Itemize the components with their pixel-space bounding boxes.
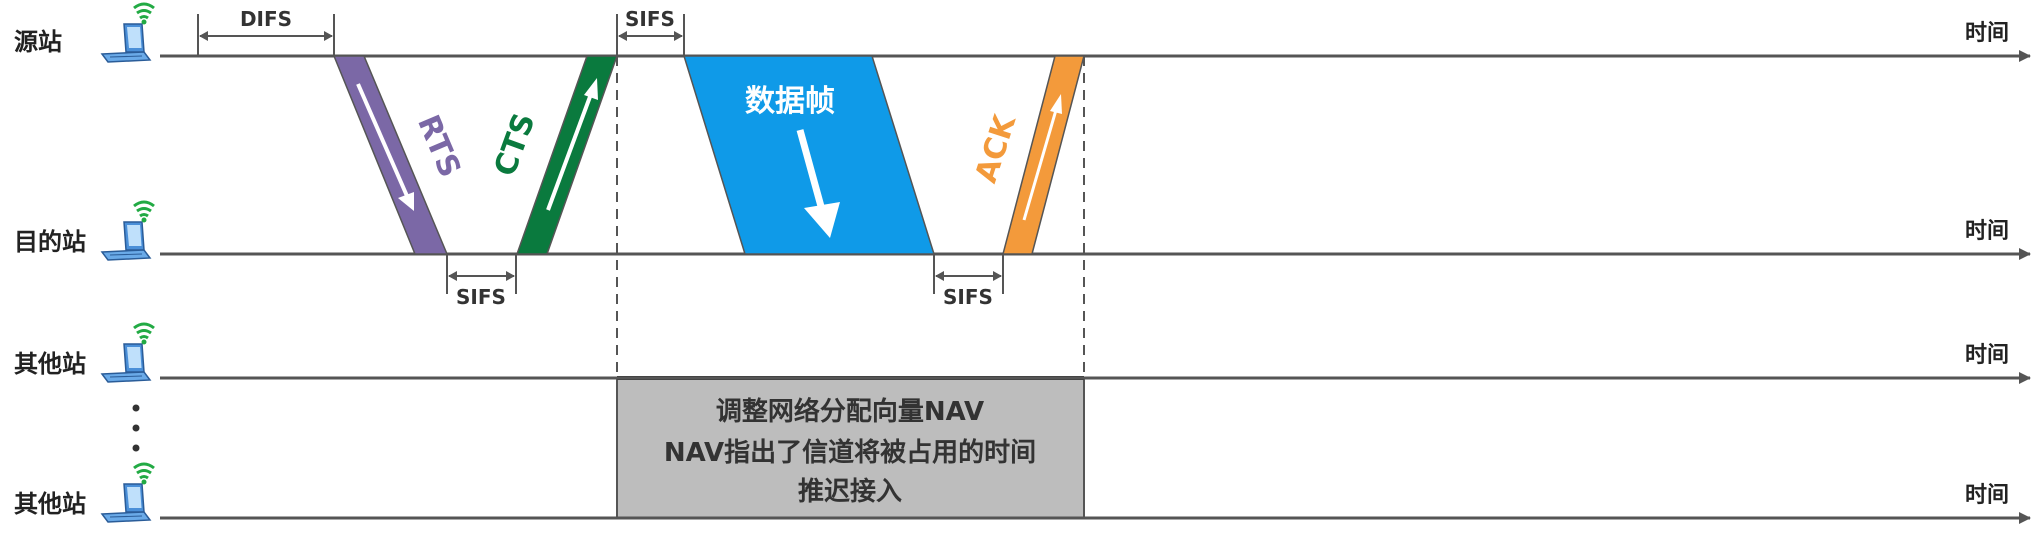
sifs-label-destination-1: SIFS [456,285,506,309]
data-frame-label: 数据帧 [745,84,835,119]
difs-interval: DIFS [197,7,335,56]
time-label-source: 时间 [1965,21,2009,46]
ellipsis-icon [132,404,140,452]
sifs-interval-destination-1: SIFS [446,254,517,309]
laptop-wifi-icon [100,322,156,384]
time-label-destination: 时间 [1965,219,2009,244]
nav-box-line-1: 调整网络分配向量NAV [716,396,984,427]
time-label-other-1: 时间 [1965,343,2009,368]
ack-frame: ACK [969,55,1085,255]
nav-box-line-3: 推迟接入 [798,477,902,507]
rts-frame: RTS [332,55,467,255]
station-label-other-1: 其他站 [14,350,86,378]
laptop-wifi-icon [100,2,156,64]
laptop-wifi-icon [100,462,156,524]
cts-frame: CTS [488,55,619,255]
rts-label: RTS [410,110,467,182]
nav-box: 调整网络分配向量NAV NAV指出了信道将被占用的时间 推迟接入 [616,376,1085,519]
ack-label: ACK [969,109,1024,187]
sifs-interval-source: SIFS [616,7,685,56]
station-label-destination: 目的站 [14,228,86,256]
sifs-label-source: SIFS [625,7,675,31]
nav-box-background [616,377,1085,519]
difs-label: DIFS [240,7,292,31]
sifs-interval-destination-2: SIFS [933,254,1004,309]
time-label-other-2: 时间 [1965,483,2009,508]
station-label-other-2: 其他站 [14,490,86,518]
sifs-label-destination-2: SIFS [943,285,993,309]
cts-label: CTS [488,109,543,181]
station-label-source: 源站 [14,28,62,56]
laptop-wifi-icon [100,200,156,262]
timelines [160,50,2031,524]
data-frame: 数据帧 [682,55,936,255]
nav-box-line-2: NAV指出了信道将被占用的时间 [664,437,1036,468]
